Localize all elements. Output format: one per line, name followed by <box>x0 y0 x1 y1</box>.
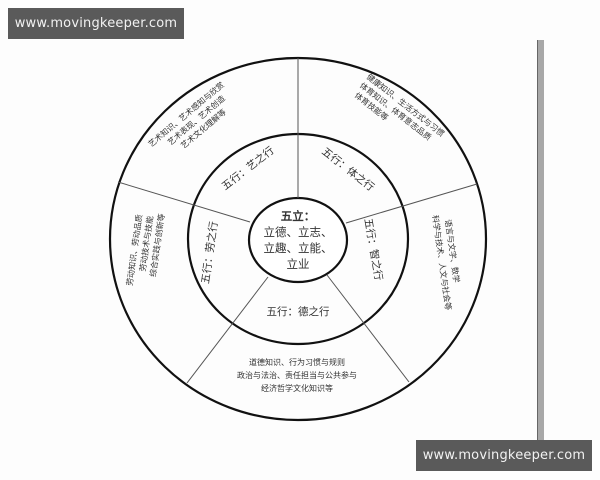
center-line-3: 立业 <box>287 257 310 271</box>
label-zhi-zhi-xing: 五行：智之行 <box>362 217 386 282</box>
divider-upper-left <box>117 181 251 223</box>
divider-lower-left <box>186 276 269 384</box>
outer-de-line-1: 道德知识、行为习惯与规则 <box>249 357 345 367</box>
center-text: 五立： 立德、立志、 立趣、立能、 立业 <box>264 209 333 271</box>
label-lao-zhi-xing: 五行：劳之行 <box>199 220 221 285</box>
outer-text-yi: 艺术知识、艺术感知与欣赏 艺术表现、艺术创造 艺术文化理解等 <box>146 80 228 151</box>
label-de-zhi-xing: 五行：德之行 <box>267 305 330 318</box>
outer-text-de: 道德知识、行为习惯与规则 政治与法治、责任担当与公共参与 经济哲学文化知识等 <box>237 357 357 393</box>
outer-text-lao: 劳动知识、劳动品质 劳动技术与技能 综合实践与创新等 <box>124 213 166 287</box>
sector-dividers <box>117 58 478 384</box>
outer-de-line-3: 经济哲学文化知识等 <box>261 383 333 393</box>
outer-de-line-2: 政治与法治、责任担当与公共参与 <box>237 370 357 380</box>
watermark-bottom: www.movingkeeper.com <box>416 440 592 471</box>
center-line-2: 立趣、立能、 <box>264 241 333 255</box>
divider-upper-right <box>345 183 478 224</box>
divider-lower-right <box>326 274 410 383</box>
outer-ti-line-2: 体育知识、体育意志品质 <box>358 80 434 142</box>
center-line-1: 立德、立志、 <box>264 225 333 239</box>
label-ti-zhi-xing: 五行：体之行 <box>319 145 377 194</box>
vertical-divider-bar <box>537 40 544 440</box>
center-title: 五立： <box>281 209 316 223</box>
outer-text-zhi: 语言与文字、数学 科学与技术、人文与社会等 <box>430 214 462 310</box>
watermark-top: www.movingkeeper.com <box>8 8 184 39</box>
label-yi-zhi-xing: 五行：艺之行 <box>219 143 277 192</box>
